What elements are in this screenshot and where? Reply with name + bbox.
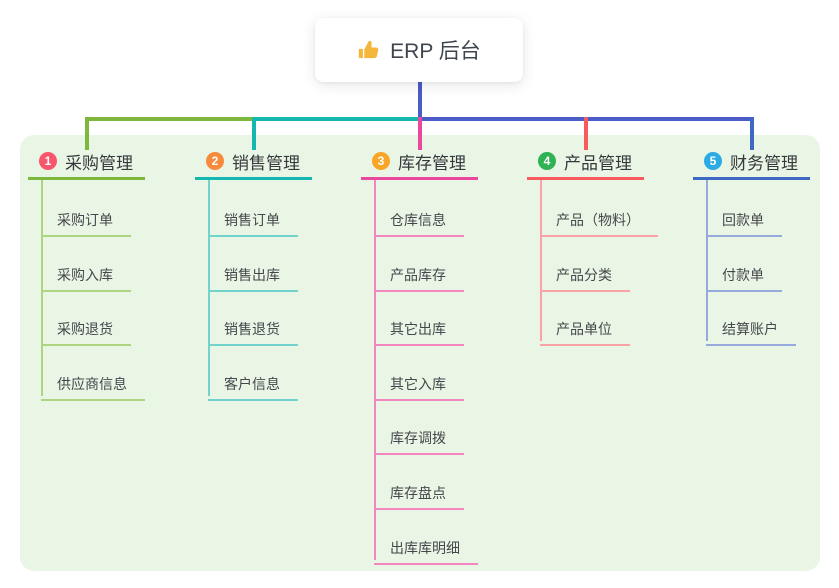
child-node[interactable]: 销售订单 bbox=[208, 200, 298, 237]
branch-number-badge: 2 bbox=[206, 152, 224, 170]
child-node[interactable]: 采购订单 bbox=[41, 200, 131, 237]
branches-panel bbox=[20, 135, 820, 571]
child-node[interactable]: 产品库存 bbox=[374, 255, 464, 292]
branch-产品管理: 4 产品管理产品（物料） 产品分类产品单位 bbox=[527, 145, 687, 347]
branch-spine bbox=[374, 180, 376, 560]
child-node[interactable]: 采购入库 bbox=[41, 255, 131, 292]
branch-label: 销售管理 bbox=[232, 153, 300, 173]
child-node[interactable]: 产品单位 bbox=[540, 309, 630, 347]
child-node[interactable]: 仓库信息 bbox=[374, 200, 464, 237]
branch-header[interactable]: 3 库存管理 bbox=[361, 145, 478, 180]
root-label: ERP 后台 bbox=[390, 40, 481, 63]
branch-header[interactable]: 4 产品管理 bbox=[527, 145, 644, 180]
branch-header[interactable]: 2 销售管理 bbox=[195, 145, 312, 180]
trunk-segment bbox=[85, 117, 254, 121]
child-node[interactable]: 库存盘点 bbox=[374, 473, 464, 510]
child-node[interactable]: 产品分类 bbox=[540, 255, 630, 292]
branch-drop-line bbox=[85, 117, 89, 150]
branch-header[interactable]: 5 财务管理 bbox=[693, 145, 810, 180]
child-node[interactable]: 其它出库 bbox=[374, 309, 464, 347]
child-node[interactable]: 客户信息 bbox=[208, 364, 298, 401]
branch-label: 产品管理 bbox=[564, 153, 632, 173]
branch-spine bbox=[208, 180, 210, 396]
branch-drop-line bbox=[750, 117, 754, 150]
child-node[interactable]: 结算账户 bbox=[706, 309, 796, 347]
branch-number-badge: 3 bbox=[372, 152, 390, 170]
branch-spine bbox=[540, 180, 542, 342]
branch-库存管理: 3 库存管理仓库信息产品库存其它出库其它入库库存调拨库存盘点出库库明细 bbox=[361, 145, 521, 565]
branch-采购管理: 1 采购管理采购订单采购入库采购退货供应商信息 bbox=[28, 145, 188, 401]
child-node[interactable]: 采购退货 bbox=[41, 309, 131, 347]
child-node[interactable]: 回款单 bbox=[706, 200, 782, 237]
child-node[interactable]: 销售出库 bbox=[208, 255, 298, 292]
branch-销售管理: 2 销售管理销售订单销售出库销售退货客户信息 bbox=[195, 145, 355, 401]
branch-label: 采购管理 bbox=[65, 153, 133, 173]
child-node[interactable]: 其它入库 bbox=[374, 364, 464, 401]
root-drop-line bbox=[418, 82, 422, 119]
branch-number-badge: 1 bbox=[39, 152, 57, 170]
branch-drop-line bbox=[418, 117, 422, 150]
branch-spine bbox=[41, 180, 43, 396]
root-node[interactable]: ERP 后台 bbox=[315, 18, 523, 82]
thumbs-up-icon bbox=[357, 39, 380, 62]
branch-header[interactable]: 1 采购管理 bbox=[28, 145, 145, 180]
branch-drop-line bbox=[584, 117, 588, 150]
child-node[interactable]: 出库库明细 bbox=[374, 528, 478, 565]
branch-number-badge: 4 bbox=[538, 152, 556, 170]
child-node[interactable]: 供应商信息 bbox=[41, 364, 145, 401]
child-node[interactable]: 付款单 bbox=[706, 255, 782, 292]
branch-财务管理: 5 财务管理回款单付款单结算账户 bbox=[693, 145, 839, 347]
branch-label: 财务管理 bbox=[730, 153, 798, 173]
child-node[interactable]: 产品（物料） bbox=[540, 200, 658, 237]
trunk-segment bbox=[254, 117, 420, 121]
branch-drop-line bbox=[252, 117, 256, 150]
branch-number-badge: 5 bbox=[704, 152, 722, 170]
branch-spine bbox=[706, 180, 708, 342]
child-node[interactable]: 销售退货 bbox=[208, 309, 298, 347]
branch-label: 库存管理 bbox=[398, 153, 466, 173]
child-node[interactable]: 库存调拨 bbox=[374, 418, 464, 456]
